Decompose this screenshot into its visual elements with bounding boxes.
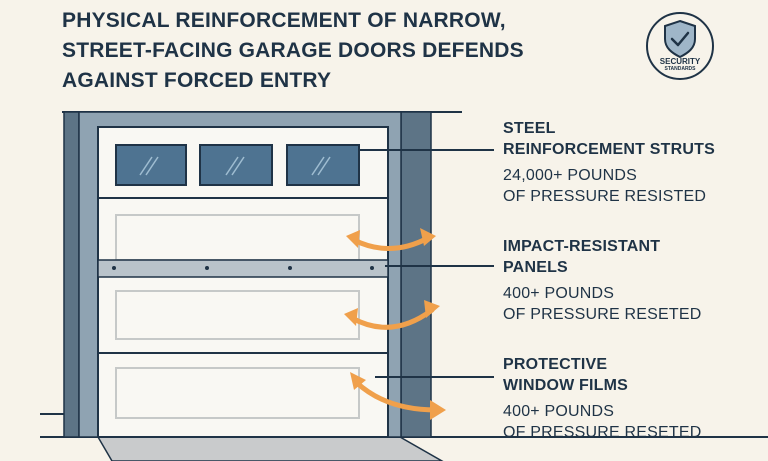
callout-heading: PANELS	[503, 259, 568, 276]
title-line: STREET-FACING GARAGE DOORS DEFENDS	[62, 39, 524, 62]
title-line: AGAINST FORCED ENTRY	[62, 69, 332, 92]
pressure-arrows	[344, 228, 446, 420]
door-panel	[115, 214, 360, 261]
security-badge: SECURITY STANDARDS	[645, 11, 715, 81]
callout-heading: WINDOW FILMS	[503, 377, 629, 394]
pressure-arrow	[353, 379, 439, 413]
driveway	[96, 436, 444, 461]
window-pane	[115, 144, 187, 186]
callout-value: 400+ POUNDS	[503, 285, 615, 302]
callout-heading: IMPACT-RESISTANT	[503, 238, 661, 255]
door-panel	[115, 367, 360, 419]
callout-steel-struts: STEEL REINFORCEMENT STRUTS 24,000+ POUND…	[503, 118, 715, 207]
door-windows	[115, 144, 360, 186]
shield-check-icon	[664, 19, 696, 59]
steel-strut	[97, 259, 389, 278]
callout-unit: OF PRESSURE RESETED	[503, 306, 702, 323]
callout-value: 24,000+ POUNDS	[503, 167, 637, 184]
frame-right-post	[400, 111, 432, 438]
callout-unit: OF PRESSURE RESETED	[503, 424, 702, 441]
callout-heading: STEEL	[503, 120, 556, 137]
callout-unit: OF PRESSURE RESISTED	[503, 188, 707, 205]
pressure-arrow	[351, 235, 431, 251]
title-line: PHYSICAL REINFORCEMENT OF NARROW,	[62, 9, 506, 32]
pressure-arrow	[349, 307, 435, 330]
callout-window-films: PROTECTIVE WINDOW FILMS 400+ POUNDS OF P…	[503, 354, 702, 443]
callout-heading: PROTECTIVE	[503, 356, 608, 373]
door-panel	[115, 290, 360, 340]
page-title: PHYSICAL REINFORCEMENT OF NARROW, STREET…	[62, 6, 582, 96]
frame-left-post	[63, 111, 80, 438]
callout-value: 400+ POUNDS	[503, 403, 615, 420]
window-pane	[199, 144, 273, 186]
callout-impact-panels: IMPACT-RESISTANT PANELS 400+ POUNDS OF P…	[503, 236, 702, 325]
badge-bottom-text: STANDARDS	[664, 66, 696, 72]
callout-heading: REINFORCEMENT STRUTS	[503, 141, 715, 158]
badge-circle	[646, 12, 714, 80]
window-pane	[286, 144, 360, 186]
badge-top-text: SECURITY	[659, 57, 701, 66]
